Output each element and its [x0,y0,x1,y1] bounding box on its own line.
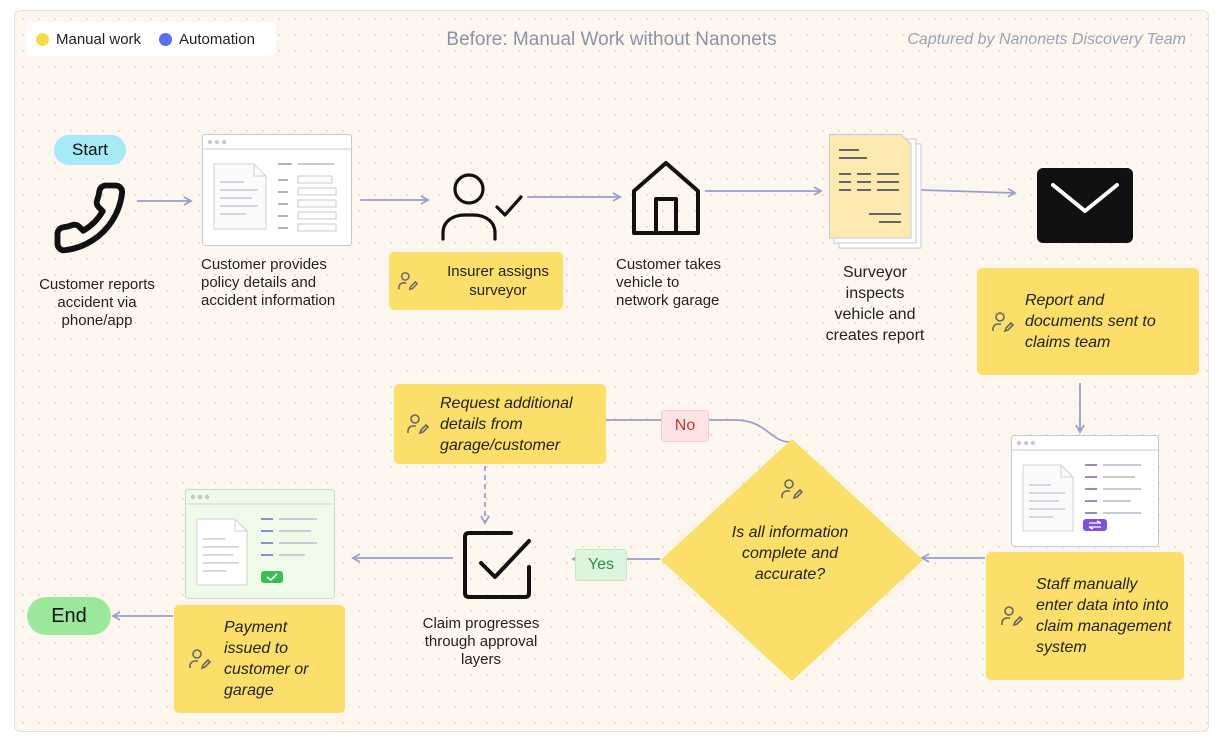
staff-enter-box: Staff manually enter data into into clai… [986,552,1184,680]
decision-label: Is all information complete and accurate… [731,524,849,583]
envelope-icon [1037,168,1133,243]
captured-by: Captured by Nanonets Discovery Team [907,31,1186,48]
no-tag: No [661,410,709,442]
request-details-label: Request additional details from garage/c… [440,394,573,454]
decision-diamond [661,439,923,681]
form-window-icon [202,134,352,246]
person-edit-icon [398,272,419,291]
request-details-box: Request additional details from garage/c… [394,384,606,464]
person-edit-icon [407,414,430,435]
arrow-decision-no [596,415,791,443]
manual-dot-icon [36,32,49,46]
end-node: End [27,597,111,635]
automation-dot-icon [159,32,173,46]
checkbox-icon [463,531,531,599]
insurer-assigns-label: Insurer assigns surveyor [447,263,549,299]
person-edit-icon [1001,606,1024,627]
report-sent-label: Report and documents sent to claims team [1025,292,1156,351]
legend-automation-label: Automation [179,30,255,48]
legend-manual-label: Manual work [56,30,142,48]
insurer-assigns-box: Insurer assigns surveyor [389,252,563,310]
start-node: Start [54,135,126,165]
diagram-title: Before: Manual Work without Nanonets [446,29,777,50]
claim-progresses-label: Claim progresses through approval layers [422,615,540,668]
approved-form-icon [185,489,335,599]
house-icon [632,161,700,235]
report-stack-icon [829,134,922,249]
legend-manual: Manual work [36,31,141,48]
payment-box: Payment issued to customer or garage [174,605,345,713]
customer-takes-label: Customer takes vehicle to network garage [616,256,722,309]
customer-provides-label: Customer provides policy details and acc… [201,256,336,309]
diagram-canvas: Manual work Automation Before: Manual Wo… [14,10,1209,732]
data-entry-form-icon [1011,435,1159,547]
payment-label: Payment issued to customer or garage [224,619,309,699]
surveyor-inspects-label: Surveyor inspects vehicle and creates re… [825,264,925,344]
customer-reports-label: Customer reports accident via phone/app [39,276,155,329]
person-edit-icon [992,311,1015,332]
person-edit-icon [781,479,804,500]
arrow-report-to-mail [920,188,1017,198]
legend-automation: Automation [159,31,255,48]
person-edit-icon [189,649,212,670]
yes-tag: Yes [575,549,627,581]
legend: Manual work Automation [26,22,276,56]
report-sent-box: Report and documents sent to claims team [977,268,1199,375]
user-check-icon [441,173,523,241]
phone-icon [54,182,126,254]
staff-enter-label: Staff manually enter data into into clai… [1036,576,1172,656]
